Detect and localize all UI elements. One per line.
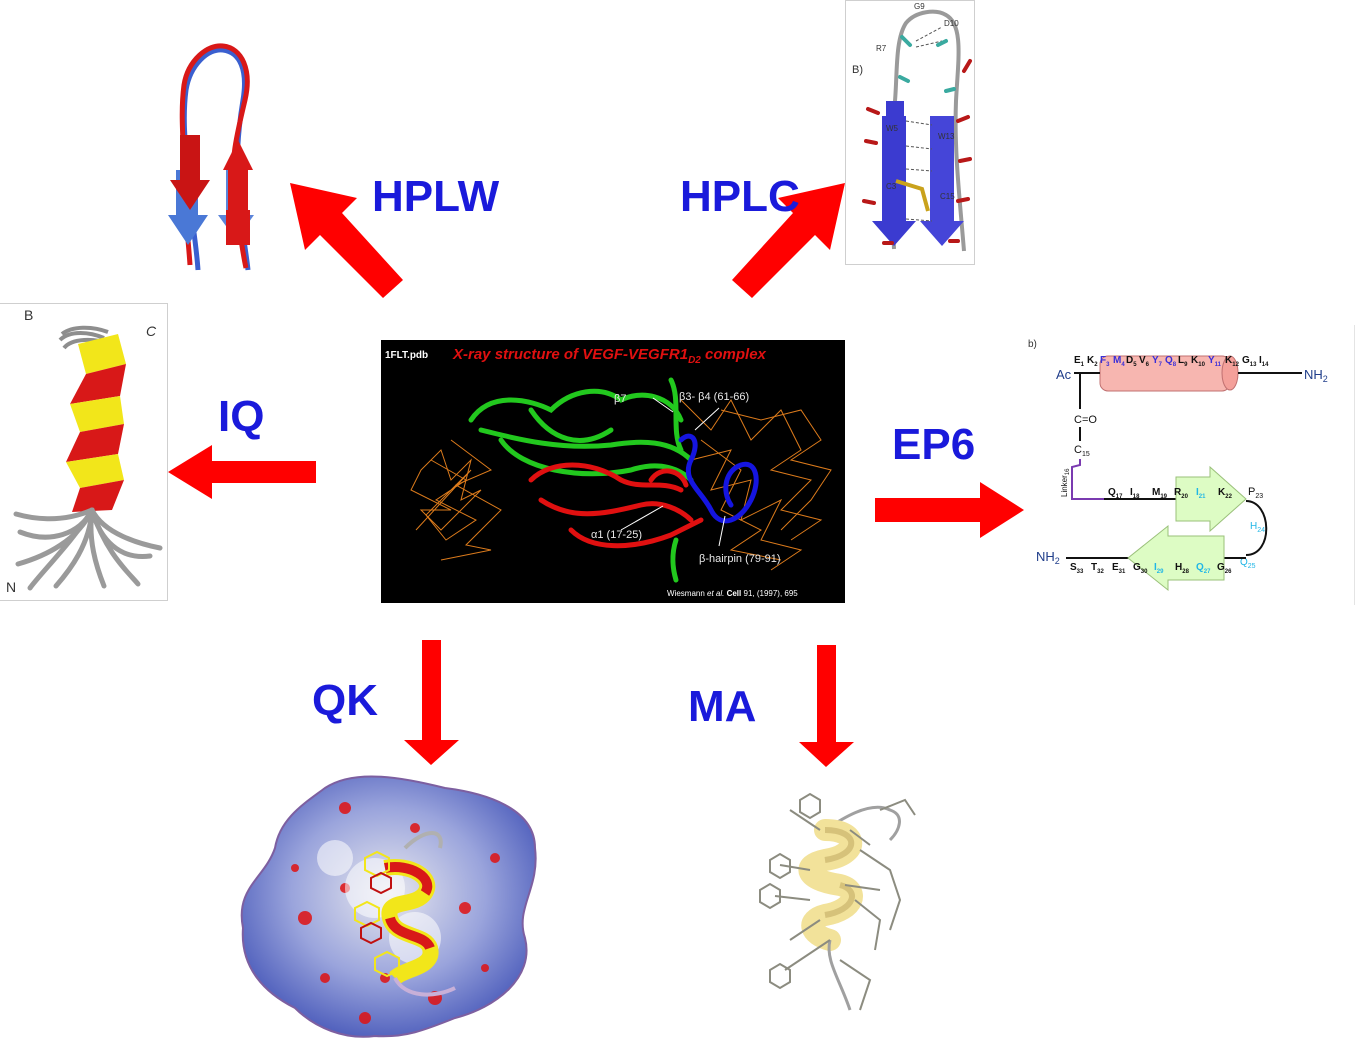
iq-tag: B [24,307,33,323]
ep6-seq-mid: Q17 I18 M19 R20 I21 K22 [1108,487,1233,500]
ep6-residue: K12 [1225,355,1240,368]
iq-n-term: N [6,579,16,595]
ep6-residue: G13 [1242,355,1257,368]
label-ma: MA [688,682,757,731]
arrow-ma [799,645,854,767]
ep6-residue: I14 [1259,355,1269,368]
ep6-nh2-bottom: NH2 [1036,549,1060,566]
ep6-residue: Q27 [1196,562,1211,575]
label-ep6: EP6 [892,420,976,469]
qk-surface-image [240,775,537,1038]
center-file-label: 1FLT.pdb [385,350,428,361]
iq-helix-image: B C N [6,307,163,595]
iq-c-term: C [146,323,157,339]
ep6-residue: K2 [1087,355,1098,368]
ann-hairpin: β-hairpin (79-91) [699,553,781,565]
ep6-residue: K22 [1218,487,1233,500]
ep6-residue: Q17 [1108,487,1123,500]
hplc-g9: G9 [914,2,925,11]
arrow-iq [168,445,316,499]
ep6-residue: Y11 [1208,355,1222,368]
ep6-residue: I21 [1196,487,1206,500]
ep6-residue: H28 [1175,562,1190,575]
ep6-residue: I29 [1154,562,1164,575]
ep6-residue: D5 [1126,355,1137,368]
hplc-c3: C3 [886,182,897,191]
ep6-residue: Q8 [1165,355,1177,368]
ma-helix-image [759,792,916,1011]
ep6-residue: L9 [1178,355,1188,368]
hplc-r7: R7 [876,44,887,53]
ep6-nh2-top: NH2 [1304,367,1328,384]
vegf-complex-image: 1FLT.pdb X-ray structure of VEGF-VEGFR1D… [385,346,832,598]
hplc-d10: D10 [944,19,959,28]
ann-b7: β7 [614,393,626,405]
label-hplw: HPLW [372,172,500,221]
ep6-residue: E31 [1112,562,1126,575]
ep6-residue: R20 [1174,487,1189,500]
label-hplc: HPLC [680,172,800,221]
ep6-residue: M4 [1113,355,1125,368]
ep6-residue: F3 [1100,355,1110,368]
arrow-ep6 [875,482,1024,538]
ep6-residue: M19 [1152,487,1168,500]
ep6-residue: S33 [1070,562,1084,575]
iq-panel: B C N [0,303,168,601]
ep6-residue: V6 [1139,355,1150,368]
arrow-hplc [732,183,845,298]
ep6-residue: I18 [1130,487,1140,500]
ep6-residue: G26 [1217,562,1232,575]
hplc-w5: W5 [886,124,899,133]
hplc-w13: W13 [938,132,955,141]
ep6-co: C=O [1074,414,1097,426]
ep6-seq-bottom: S33 T32 E31 G30 I29 H28 Q27 G26 [1070,562,1232,575]
ep6-p23: P23 [1248,486,1263,500]
center-title: X-ray structure of VEGF-VEGFR1D2 complex [452,346,767,366]
arrow-hplw [290,183,403,298]
hplc-tag: B) [852,64,863,76]
ep6-tag: b) [1028,339,1037,350]
hplc-panel: G9 D10 R7 B) W5 W13 C3 C15 [845,0,975,265]
ep6-residue: K10 [1191,355,1206,368]
ann-b3b4: β3- β4 (61-66) [679,391,749,403]
label-qk: QK [312,676,378,725]
arrow-qk [404,640,459,765]
ann-a1: α1 (17-25) [591,529,642,541]
hplc-c15: C15 [940,192,955,201]
label-iq: IQ [218,392,265,441]
ep6-residue: T32 [1091,562,1104,575]
center-citation: Wiesmann et al. Cell 91, (1997), 695 [667,589,798,598]
ep6-h24: H24 [1250,521,1265,534]
ep6-residue: G30 [1133,562,1148,575]
ep6-residue: Y7 [1152,355,1163,368]
ep6-q25: Q25 [1240,557,1256,570]
ep6-linker: Linker16 [1060,468,1071,497]
center-xray-panel: 1FLT.pdb X-ray structure of VEGF-VEGFR1D… [381,340,845,603]
ep6-residue: E1 [1074,355,1085,368]
ep6-c15: C15 [1074,444,1090,458]
hplw-hairpin-image [168,43,254,271]
hplc-hairpin-image: G9 D10 R7 B) W5 W13 C3 C15 [852,2,972,252]
ep6-ac: Ac [1056,367,1072,382]
